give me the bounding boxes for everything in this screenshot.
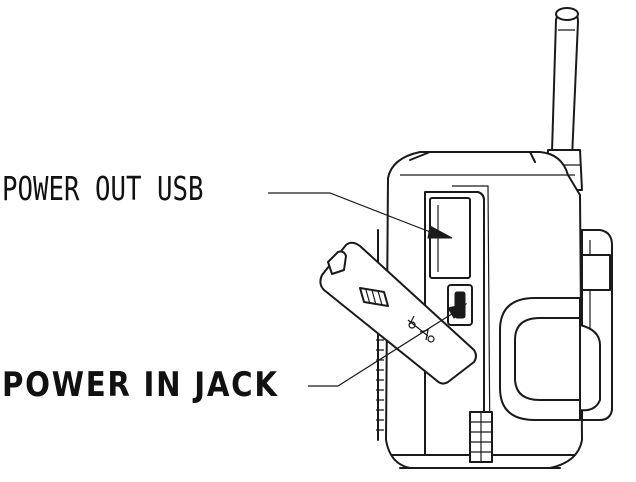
usb-leader-line bbox=[268, 192, 453, 239]
vent-slots bbox=[469, 411, 493, 463]
side-handle bbox=[499, 229, 613, 421]
port-cover-flap bbox=[319, 241, 477, 385]
power-in-jack-label: POWER IN JACK bbox=[2, 365, 279, 405]
jack-leader-line bbox=[308, 303, 468, 387]
power-out-usb-label: POWER OUT USB bbox=[2, 169, 204, 208]
